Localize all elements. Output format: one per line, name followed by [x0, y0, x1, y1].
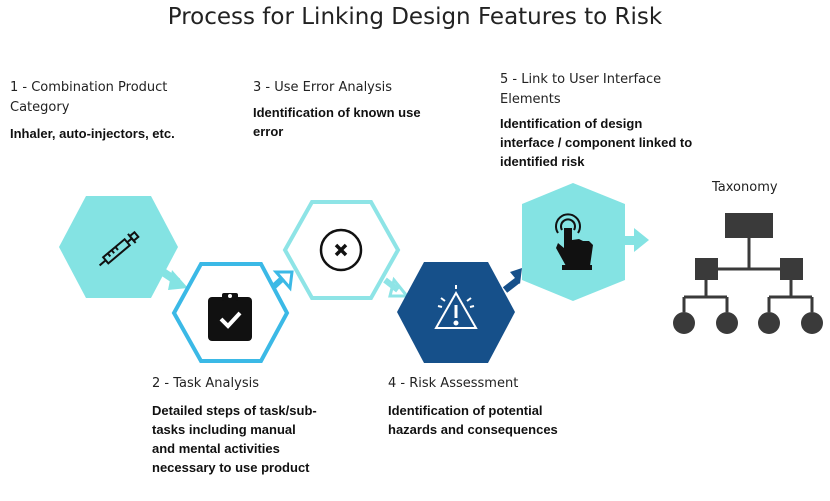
arrow-3-4: [383, 276, 411, 298]
step-1-label: 1 - Combination Product Category: [10, 80, 168, 115]
hierarchy-icon: [673, 213, 823, 334]
step-2-description: Detailed steps of task/sub-tasks includi…: [152, 403, 317, 475]
step-3-description: Identification of known use error: [253, 105, 421, 139]
step-4-description: Identification of potential hazards and …: [388, 403, 558, 437]
clipboard-check-icon: [208, 293, 252, 341]
step-5-description: Identification of design interface / com…: [500, 116, 693, 169]
step-4-label: 4 - Risk Assessment: [388, 376, 519, 391]
step-2-label: 2 - Task Analysis: [152, 376, 259, 391]
taxonomy-label: Taxonomy: [712, 180, 778, 195]
touch-hand-icon: [555, 213, 593, 270]
arrow-4-5: [502, 268, 522, 293]
diagram-title: Process for Linking Design Features to R…: [167, 4, 663, 30]
step-1-hexagon: [59, 196, 178, 298]
step-1-description: Inhaler, auto-injectors, etc.: [10, 126, 175, 141]
syringe-icon: [98, 230, 140, 267]
x-circle-icon: [319, 228, 363, 272]
arrow-5-taxonomy: [622, 228, 649, 252]
step-3-label: 3 - Use Error Analysis: [253, 80, 393, 95]
step-5-label: 5 - Link to User Interface Elements: [500, 72, 662, 107]
warning-icon: [434, 285, 478, 329]
